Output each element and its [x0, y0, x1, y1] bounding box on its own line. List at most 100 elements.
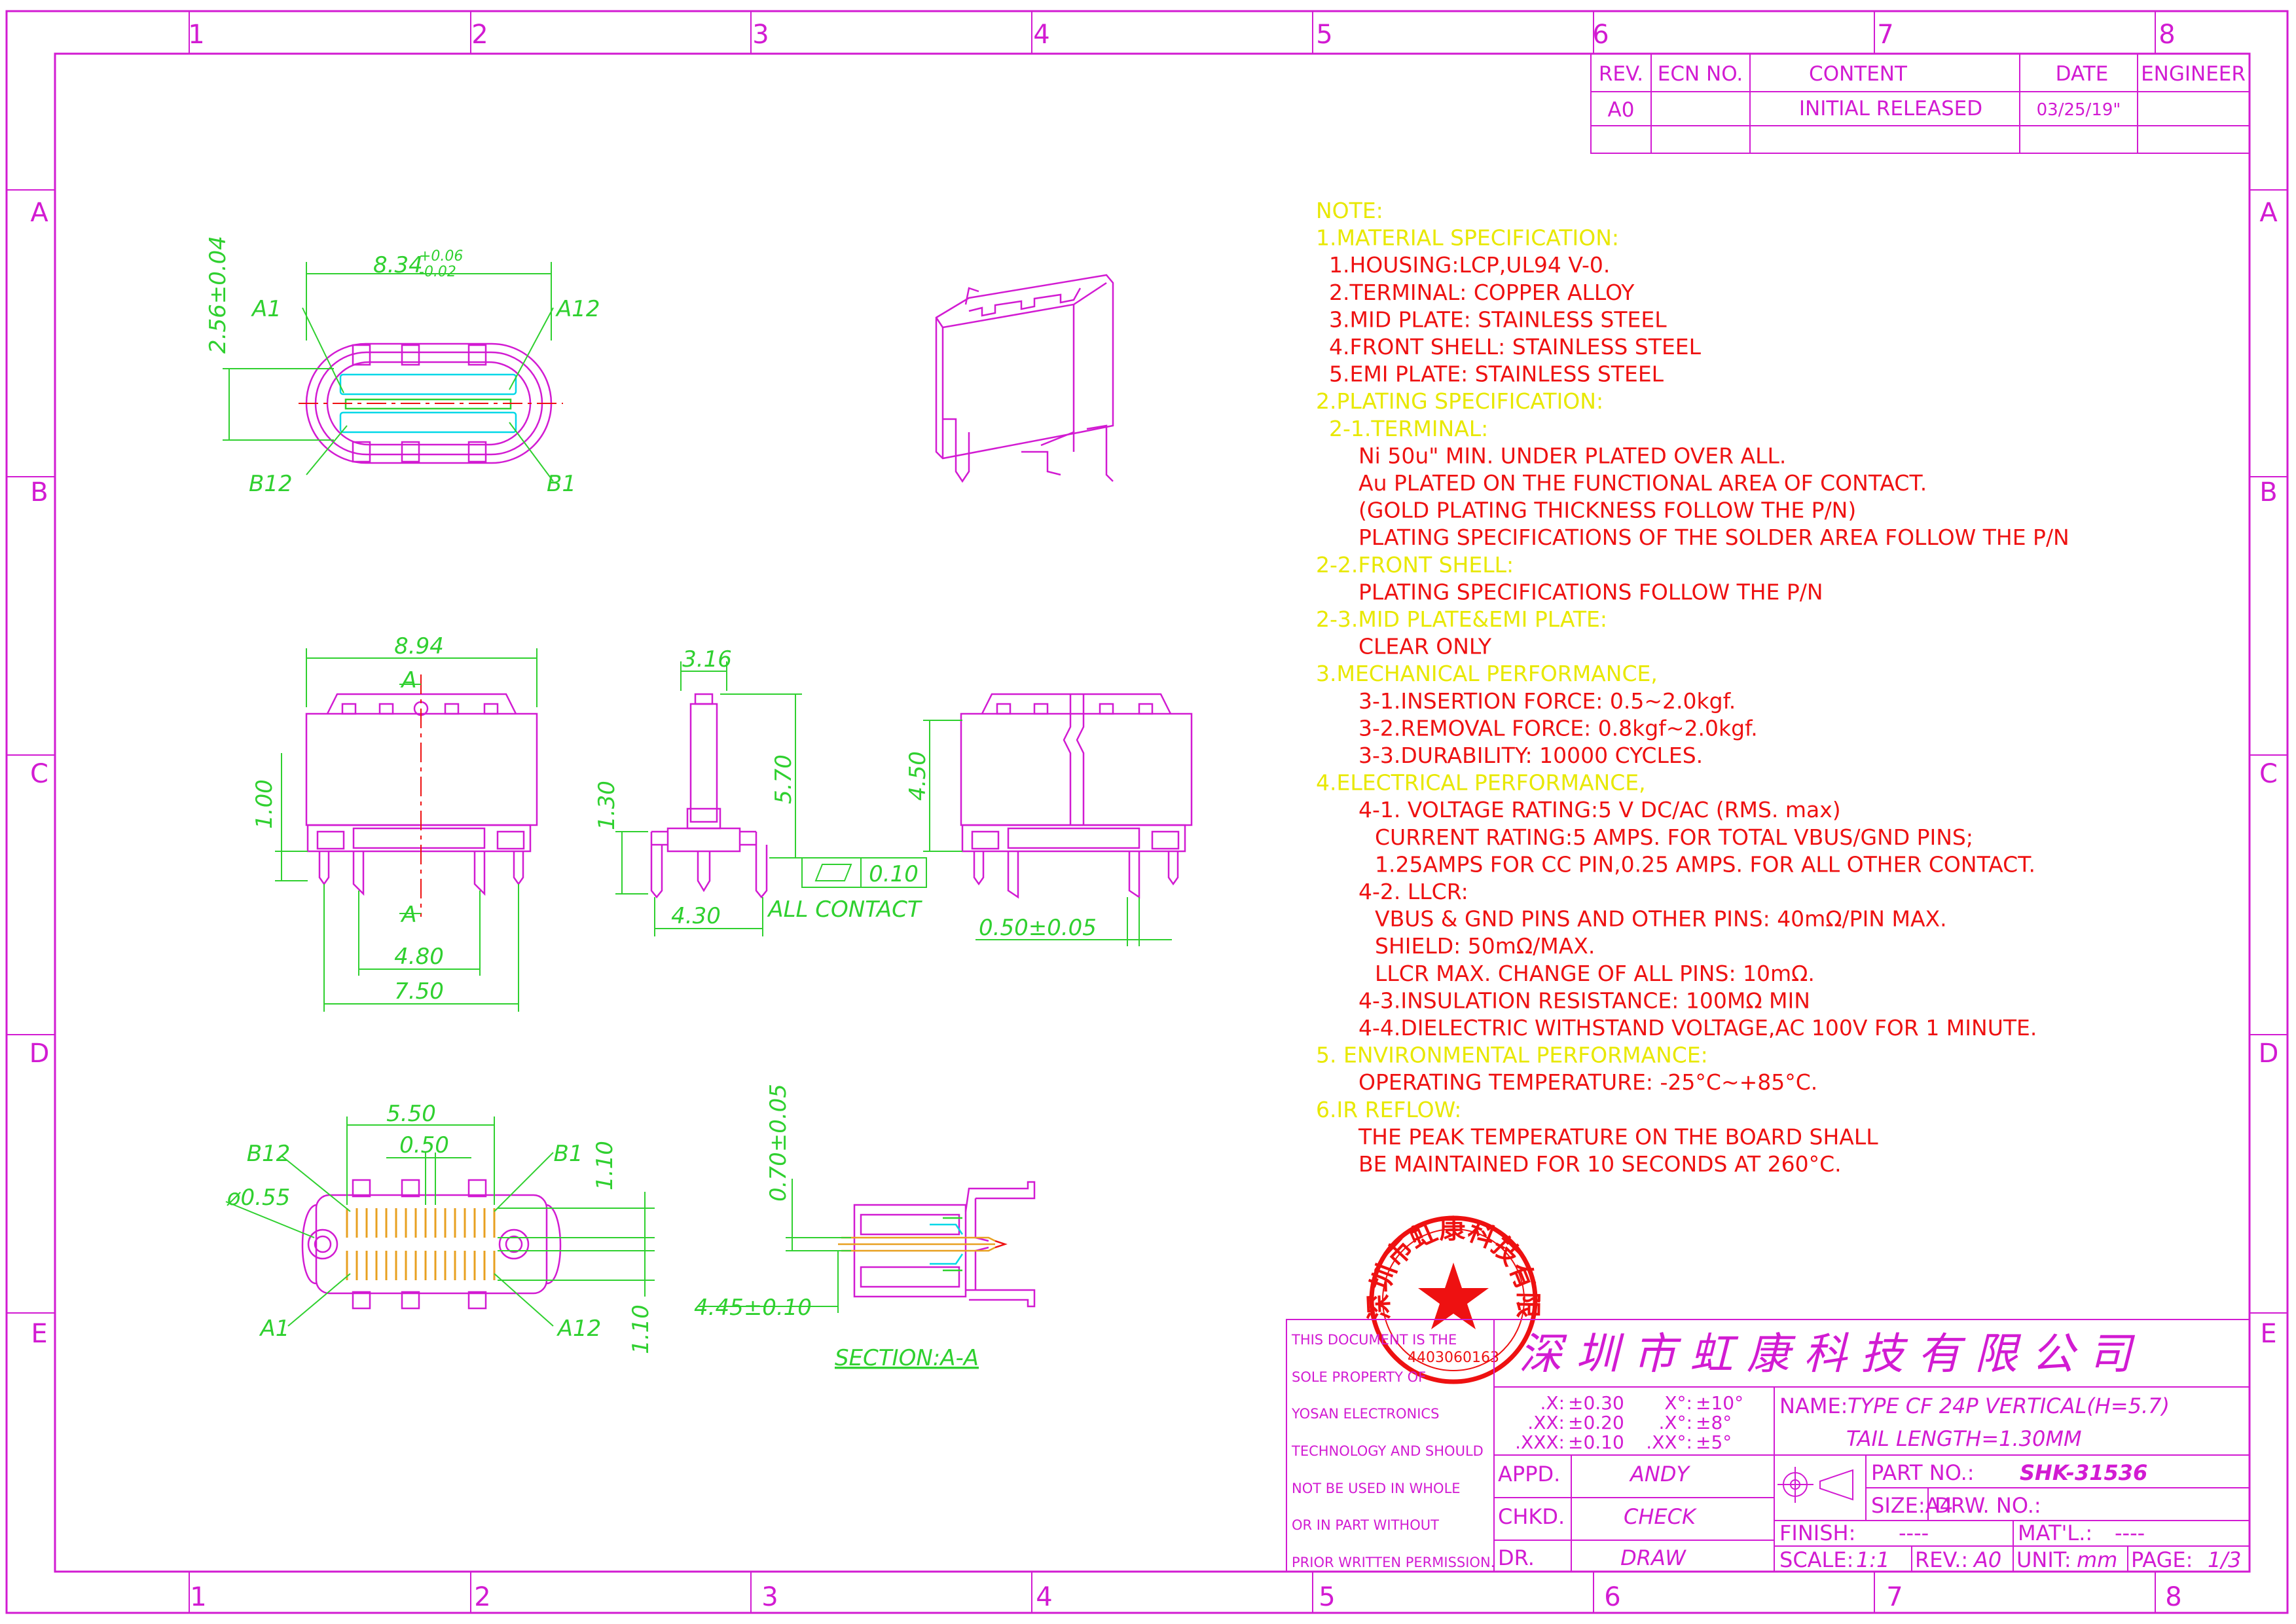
- bottom-width-dim: 5.50: [386, 1101, 436, 1127]
- zone-col-1-bottom: 1: [190, 1582, 206, 1612]
- zone-row-c-right: C: [2259, 759, 2278, 789]
- zone-col-5-bottom: 5: [1319, 1582, 1335, 1612]
- top-label-b12: B12: [249, 471, 293, 497]
- tol-lin-label-1: .X:: [1540, 1392, 1565, 1414]
- flatness-note: ALL CONTACT: [767, 896, 922, 923]
- section-title: SECTION:A-A: [835, 1345, 979, 1371]
- side-view-dims: [615, 661, 927, 936]
- tol-lin-label-3: .XXX:: [1515, 1431, 1565, 1453]
- bottom-label-b1: B1: [554, 1141, 583, 1167]
- note-line: 4-4.DIELECTRIC WITHSTAND VOLTAGE,AC 100V…: [1358, 1015, 2037, 1041]
- appd-value: ANDY: [1629, 1462, 1690, 1486]
- zone-col-4: 4: [1033, 20, 1049, 50]
- date-header: DATE: [2056, 62, 2109, 86]
- disclaimer-line-1: THIS DOCUMENT IS THE: [1291, 1332, 1457, 1348]
- note-line: 2-2.FRONT SHELL:: [1316, 552, 1514, 578]
- bottom-view-labels: 5.50 0.50 ø0.55 1.10 1.10 B12 B1 A1 A12: [227, 1101, 654, 1354]
- bottom-view-pins: [346, 1208, 496, 1280]
- note-line: 2.PLATING SPECIFICATION:: [1316, 388, 1603, 414]
- note-line: 3.MECHANICAL PERFORMANCE,: [1316, 661, 1658, 686]
- side-height-dim: 5.70: [771, 754, 797, 804]
- notes-block: NOTE:1.MATERIAL SPECIFICATION:1.HOUSING:…: [1316, 198, 2069, 1177]
- section-detail: [838, 1217, 1008, 1272]
- top-view-dims: [223, 262, 554, 482]
- part-label: PART NO.:: [1871, 1460, 1975, 1485]
- company-name: 深 圳 市 虹 康 科 技 有 限 公 司: [1519, 1329, 2136, 1379]
- zone-row-b-right: B: [2259, 477, 2277, 507]
- zone-row-d-right: D: [2259, 1039, 2279, 1069]
- note-line: (GOLD PLATING THICKNESS FOLLOW THE P/N): [1358, 498, 1856, 523]
- size-label: SIZE:A4: [1871, 1493, 1953, 1518]
- zone-col-7: 7: [1877, 20, 1893, 50]
- flatness-value: 0.10: [869, 861, 919, 887]
- note-line: Ni 50u" MIN. UNDER PLATED OVER ALL.: [1358, 443, 1786, 468]
- zone-row-a-right: A: [2259, 198, 2278, 228]
- zone-col-6-bottom: 6: [1604, 1582, 1620, 1612]
- tol-lin-value-3: ±0.10: [1568, 1431, 1624, 1453]
- note-line: Au PLATED ON THE FUNCTIONAL AREA OF CONT…: [1358, 470, 1927, 496]
- zone-col-2-bottom: 2: [474, 1582, 490, 1612]
- front-view-dims: [275, 648, 538, 1012]
- note-line: VBUS & GND PINS AND OTHER PINS: 40mΩ/PIN…: [1375, 906, 1947, 932]
- front-width-dim: 8.94: [394, 633, 444, 659]
- page-label: PAGE:: [2131, 1547, 2193, 1572]
- tol-ang-value-1: ±10°: [1696, 1392, 1743, 1414]
- front-span-dim: 7.50: [394, 978, 444, 1005]
- bottom-row1-dim: 1.10: [592, 1141, 618, 1190]
- tol-lin-label-2: .XX:: [1527, 1412, 1565, 1433]
- chkd-value: CHECK: [1624, 1504, 1698, 1529]
- section-a-bottom: A: [400, 902, 416, 928]
- scale-value: 1:1: [1856, 1547, 1890, 1572]
- iso-view: [935, 274, 1114, 483]
- note-line: 2-1.TERMINAL:: [1329, 416, 1488, 441]
- finish-value: ----: [1899, 1521, 1929, 1545]
- content-header: CONTENT: [1809, 62, 1908, 86]
- mat-label: MAT'L.:: [2018, 1521, 2092, 1545]
- disclaimer-line-4: TECHNOLOGY AND SHOULD: [1291, 1443, 1484, 1459]
- rev-header: REV.: [1599, 62, 1643, 86]
- zone-col-6: 6: [1592, 20, 1609, 50]
- note-line: CLEAR ONLY: [1358, 634, 1492, 659]
- top-label-a12: A12: [555, 296, 600, 322]
- note-line: 5. ENVIRONMENTAL PERFORMANCE:: [1316, 1043, 1708, 1068]
- note-line: 1.MATERIAL SPECIFICATION:: [1316, 225, 1619, 251]
- zone-row-e-right: E: [2260, 1319, 2276, 1349]
- engineer-header: ENGINEER: [2141, 62, 2246, 86]
- title-block: THIS DOCUMENT IS THE SOLE PROPERTY OF YO…: [1286, 1319, 2250, 1572]
- unit-value: mm: [2077, 1547, 2117, 1572]
- tol-lin-value-2: ±0.20: [1568, 1412, 1624, 1433]
- zone-col-2: 2: [471, 20, 488, 50]
- bottom-label-b12: B12: [247, 1141, 291, 1167]
- name-label: NAME:: [1779, 1393, 1848, 1418]
- zone-ticks: [7, 11, 2287, 1613]
- tol-ang-label-2: .X°:: [1658, 1412, 1692, 1433]
- note-line: 4-1. VOLTAGE RATING:5 V DC/AC (RMS. max): [1358, 797, 1841, 822]
- top-view-labels: 8.34 +0.06 -0.02 2.56±0.04 A1 A12 B12 B1: [205, 236, 600, 497]
- disclaimer-line-3: YOSAN ELECTRONICS: [1291, 1406, 1439, 1422]
- note-line: PLATING SPECIFICATIONS FOLLOW THE P/N: [1358, 579, 1823, 604]
- top-tol-lower: -0.02: [419, 264, 456, 280]
- side-tail-dim: 1.30: [594, 781, 620, 830]
- side-width-dim: 3.16: [682, 646, 732, 673]
- disclaimer-line-6: OR IN PART WITHOUT: [1292, 1517, 1439, 1533]
- side-view-labels: 3.16 5.70 1.30 4.30 0.10 ALL CONTACT: [594, 646, 922, 929]
- dr-label: DR.: [1498, 1545, 1535, 1570]
- zone-row-c: C: [30, 759, 48, 789]
- section-a-top: A: [400, 667, 416, 693]
- title-fields: NAME: TYPE CF 24P VERTICAL(H=5.7) TAIL L…: [1498, 1393, 2242, 1572]
- disclaimer-line-2: SOLE PROPERTY OF: [1292, 1369, 1426, 1385]
- note-line: 1.25AMPS FOR CC PIN,0.25 AMPS. FOR ALL O…: [1375, 851, 2035, 877]
- zone-col-5: 5: [1316, 20, 1332, 50]
- note-line: 2-3.MID PLATE&EMI PLATE:: [1316, 606, 1607, 632]
- note-line: 5.EMI PLATE: STAINLESS STEEL: [1329, 361, 1664, 387]
- note-line: 3-1.INSERTION FORCE: 0.5~2.0kgf.: [1358, 688, 1736, 714]
- note-line: OPERATING TEMPERATURE: -25°C~+85°C.: [1358, 1069, 1817, 1095]
- bottom-pitch-dim: 0.50: [399, 1132, 449, 1158]
- zone-col-7-bottom: 7: [1886, 1582, 1903, 1612]
- zone-row-e: E: [31, 1319, 47, 1349]
- rear-view: [960, 693, 1193, 899]
- rev-value: A0: [1608, 98, 1635, 122]
- top-label-b1: B1: [547, 471, 576, 497]
- part-value: SHK-31536: [2020, 1460, 2147, 1485]
